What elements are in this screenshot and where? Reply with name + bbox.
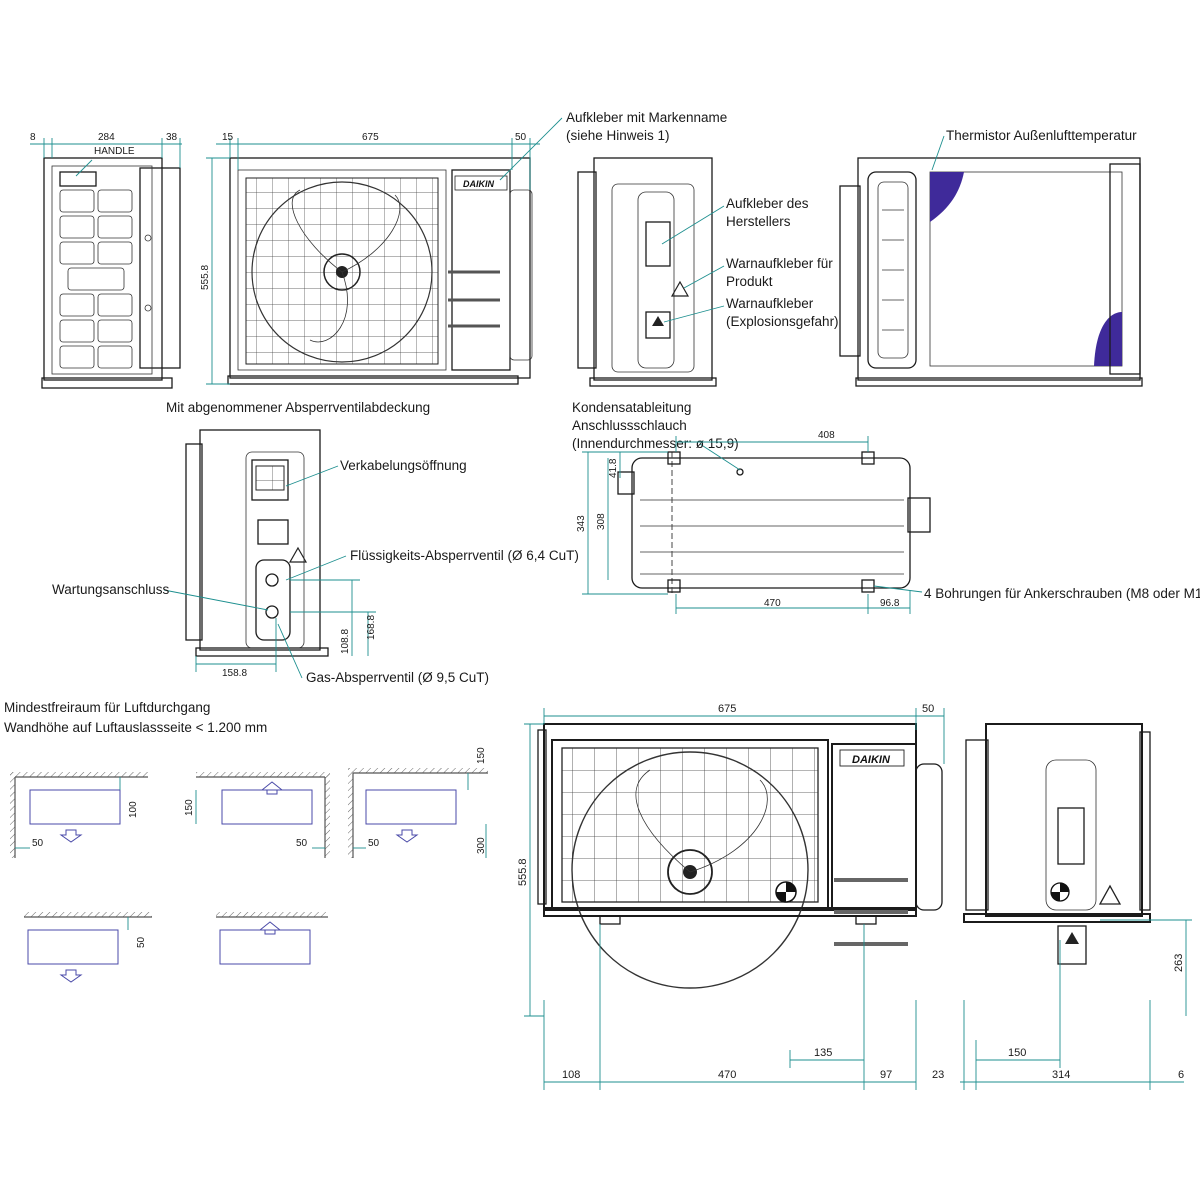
cl2-side: 50: [296, 838, 308, 849]
dim-555-8-large: 555.8: [517, 858, 529, 886]
caption-cover-removed: Mit abgenommener Absperrventilabdeckung: [166, 400, 430, 415]
dim-108-8: 108.8: [340, 629, 351, 654]
dim-168-8: 168.8: [366, 615, 377, 640]
callout-manufacturer-1: Aufkleber des: [726, 196, 809, 211]
valve-view: [185, 429, 329, 657]
dim-408: 408: [818, 430, 835, 441]
dim-158-8: 158.8: [222, 668, 247, 679]
dim-675-small: 675: [362, 132, 379, 143]
front-view-large-dims: 675 50 555.8 135 108 470 97: [517, 703, 945, 1090]
cl3-bottom: 300: [476, 837, 487, 854]
top-view: [617, 451, 931, 594]
callout-brand-sticker-1: Aufkleber mit Markenname: [566, 110, 727, 125]
daikin-logo-small: DAIKIN: [463, 179, 494, 189]
dim-284: 284: [98, 132, 115, 143]
callout-manufacturer-2: Herstellers: [726, 214, 791, 229]
callout-drain-1: Kondensatableitung: [572, 400, 691, 415]
clearance-title-2: Wandhöhe auf Luftauslassseite < 1.200 mm: [4, 720, 267, 735]
dim-97: 97: [880, 1069, 892, 1081]
callout-drain-2: Anschlussschlauch: [572, 418, 687, 433]
clearance-diagram-1: 50 100: [10, 772, 148, 858]
dim-343: 343: [576, 515, 587, 532]
callout-warning-explosion-1: Warnaufkleber: [726, 296, 814, 311]
callout-gas-valve: Gas-Absperrventil (Ø 9,5 CuT): [306, 670, 489, 685]
top-view-dims: 408 41.8 343 308 470 96.8: [576, 430, 911, 614]
clearance-diagram-3: 150 50 300: [348, 747, 488, 858]
dim-15: 15: [222, 132, 234, 143]
side-view-large: [963, 723, 1151, 965]
callout-brand-sticker-2: (siehe Hinweis 1): [566, 128, 670, 143]
dim-96-8: 96.8: [880, 598, 900, 609]
dim-8: 8: [30, 132, 36, 143]
cl1-rear: 100: [128, 801, 139, 818]
clearance-diagram-2: 150 50: [184, 772, 330, 858]
clearance-diagram-5: [216, 912, 328, 965]
dim-108: 108: [562, 1069, 580, 1081]
dim-314: 314: [1052, 1069, 1070, 1081]
front-view-large: DAIKIN: [537, 723, 943, 989]
cl3-side: 50: [368, 838, 380, 849]
daikin-logo-large: DAIKIN: [852, 754, 891, 766]
callout-liquid-valve: Flüssigkeits-Absperrventil (Ø 6,4 CuT): [350, 548, 579, 563]
cl1-side: 50: [32, 838, 44, 849]
dim-38: 38: [166, 132, 178, 143]
callout-warning-product-2: Produkt: [726, 274, 773, 289]
cl4-rear: 50: [136, 936, 147, 948]
valve-view-dims: 158.8 108.8 168.8: [195, 579, 377, 679]
thermistor-zone-top: [930, 172, 964, 222]
clearance-title-1: Mindestfreiraum für Luftdurchgang: [4, 700, 210, 715]
dim-675-large: 675: [718, 703, 736, 715]
dim-308: 308: [596, 513, 607, 530]
thermistor-zone-bottom: [1094, 312, 1122, 366]
side-view-large-dims: 263 150 23 314 6: [932, 919, 1192, 1090]
handle-label: HANDLE: [94, 146, 135, 157]
front-view-small: DAIKIN 15 675 50 555.8 Mit abgenommener …: [166, 132, 540, 415]
dim-23: 23: [932, 1069, 944, 1081]
callout-thermistor: Thermistor Außenlufttemperatur: [946, 128, 1137, 143]
callout-service-port: Wartungsanschluss: [52, 582, 170, 597]
callout-anchor-holes: 4 Bohrungen für Ankerschrauben (M8 oder …: [924, 586, 1200, 601]
dim-470-large: 470: [718, 1069, 736, 1081]
dim-6: 6: [1178, 1069, 1184, 1081]
cl3-top: 150: [476, 747, 487, 764]
dim-135: 135: [814, 1047, 832, 1059]
leader-brand-sticker: [499, 117, 563, 181]
side-view-stickers: [577, 157, 717, 387]
dim-150: 150: [1008, 1047, 1026, 1059]
dim-470-top: 470: [764, 598, 781, 609]
rear-view-thermistor: [839, 157, 1143, 387]
dim-263: 263: [1173, 954, 1185, 972]
side-view-small-dims: 8 284 38: [30, 132, 182, 168]
callout-warning-product-1: Warnaufkleber für: [726, 256, 833, 271]
dim-50-small: 50: [515, 132, 527, 143]
dim-555-8-small: 555.8: [200, 265, 211, 290]
callout-wiring-opening: Verkabelungsöffnung: [340, 458, 467, 473]
callout-warning-explosion-2: (Explosionsgefahr): [726, 314, 839, 329]
cl2-front: 150: [184, 799, 195, 816]
clearance-diagram-4: 50: [24, 912, 152, 983]
side-view-small: HANDLE 8 284 38: [30, 132, 182, 389]
front-view-small-dims: 15 675 50 555.8: [200, 132, 540, 385]
dim-41-8: 41.8: [608, 458, 619, 478]
dim-50-large: 50: [922, 703, 934, 715]
callout-drain-3: (Innendurchmesser: ø 15,9): [572, 436, 739, 451]
side-grille: [59, 171, 152, 369]
